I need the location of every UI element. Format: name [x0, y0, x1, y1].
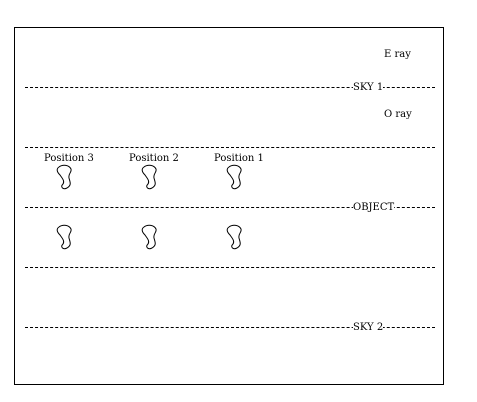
sky2-divider-line [25, 327, 435, 328]
e-ray-label: E ray [384, 49, 411, 60]
object-label: OBJECT [353, 202, 395, 213]
squiggle-image-icon [54, 163, 76, 191]
position-3-label: Position 3 [44, 153, 94, 164]
sky2-label: SKY 2 [353, 322, 384, 333]
squiggle-image-icon [224, 223, 246, 251]
squiggle-image-icon [54, 223, 76, 251]
squiggle-image-icon [224, 163, 246, 191]
o-ray-divider-line [25, 147, 435, 148]
o-ray-label: O ray [384, 109, 412, 120]
position-2-label: Position 2 [129, 153, 179, 164]
squiggle-image-icon [139, 223, 161, 251]
object-divider-line [25, 207, 435, 208]
position-1-label: Position 1 [214, 153, 264, 164]
diagram-frame [14, 27, 444, 385]
lower-divider-line [25, 267, 435, 268]
sky1-label: SKY 1 [353, 82, 384, 93]
squiggle-image-icon [139, 163, 161, 191]
sky1-divider-line [25, 87, 435, 88]
